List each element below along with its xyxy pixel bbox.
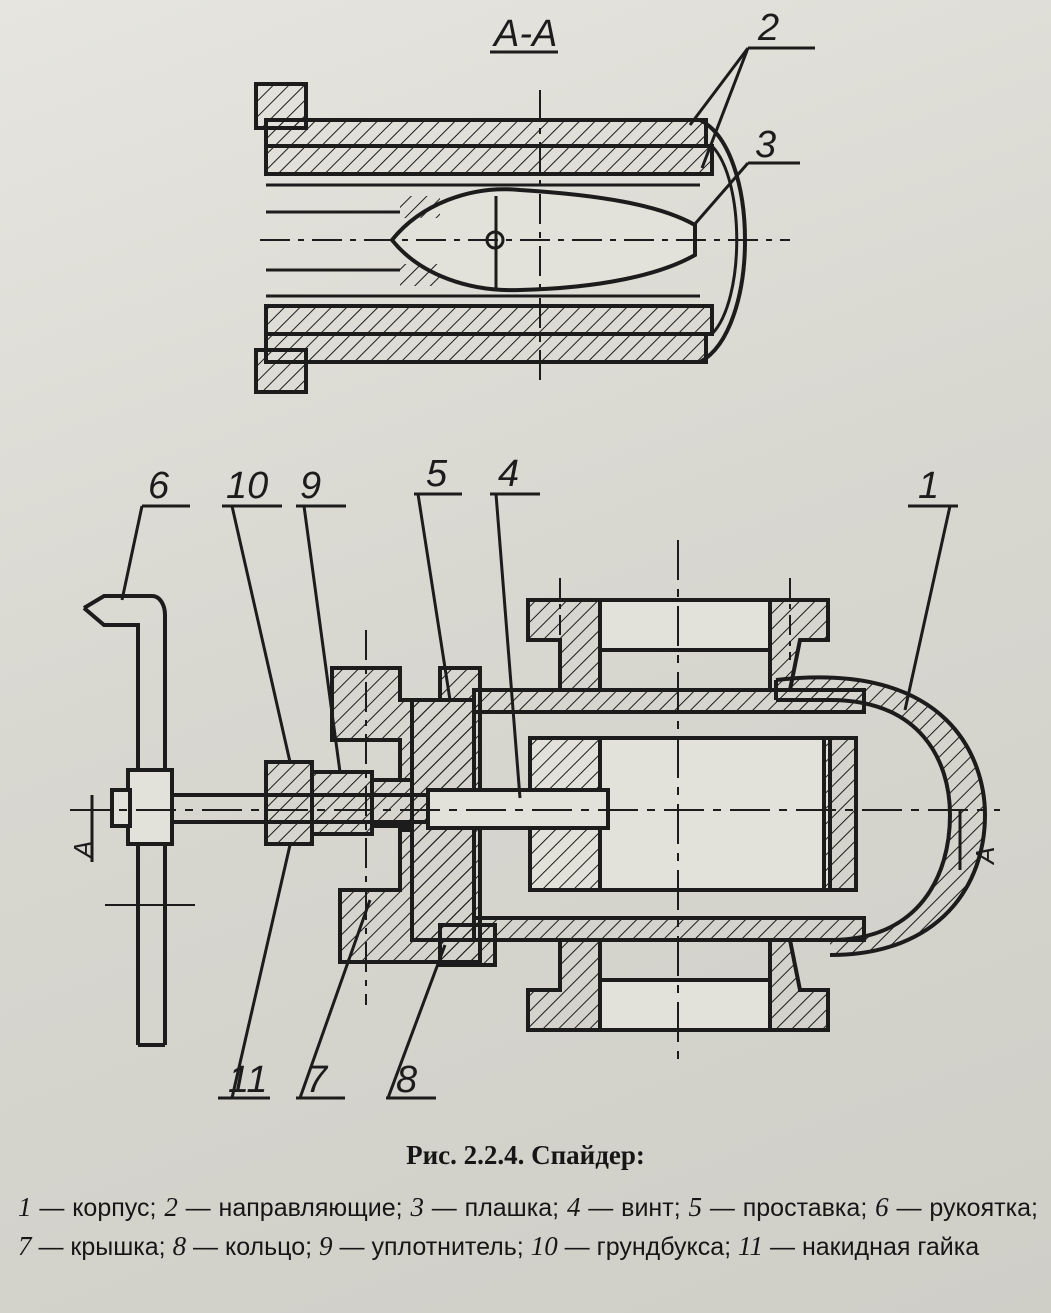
- legend-text-9: уплотнитель: [371, 1233, 517, 1261]
- label-5: 5: [426, 453, 448, 495]
- union-nut-part-11: [264, 760, 314, 846]
- label-3: 3: [755, 124, 776, 166]
- label-1: 1: [918, 465, 939, 507]
- body-dome: [776, 677, 985, 955]
- label-7: 7: [306, 1059, 329, 1101]
- label-6: 6: [148, 465, 170, 507]
- legend-num-10: 10: [530, 1231, 558, 1261]
- legend-text-11: накидная гайка: [801, 1233, 980, 1261]
- legend-num-6: 6: [875, 1192, 889, 1222]
- legend-text-8: кольцо: [224, 1233, 306, 1261]
- legend-num-3: 3: [410, 1192, 424, 1222]
- legend-num-9: 9: [319, 1231, 333, 1261]
- cut-marker-right: А: [970, 847, 1000, 866]
- handle-part-6: [82, 594, 174, 1047]
- gland-part-10: [310, 770, 374, 836]
- section-label: А-А: [492, 13, 557, 55]
- legend-text-2: направляющие: [218, 1194, 396, 1222]
- legend-text-6: рукоятка: [929, 1194, 1031, 1222]
- legend-text-10: грундбукса: [596, 1233, 725, 1261]
- legend-text-7: крышка: [70, 1233, 159, 1261]
- figure-legend: 1 — корпус; 2 — направляющие; 3 — плашка…: [18, 1192, 1038, 1261]
- legend-num-11: 11: [738, 1231, 764, 1261]
- legend-num-2: 2: [164, 1192, 178, 1222]
- legend-text-3: плашка: [464, 1194, 553, 1222]
- label-9: 9: [300, 465, 321, 507]
- legend-text-5: проставка: [742, 1194, 861, 1222]
- guide-upper: [264, 118, 708, 148]
- cut-marker-left: А: [68, 841, 98, 860]
- legend-text-4: винт: [621, 1194, 674, 1222]
- seal-part-9: [370, 778, 414, 828]
- label-4: 4: [498, 453, 519, 495]
- legend-num-5: 5: [688, 1192, 703, 1222]
- label-2: 2: [757, 7, 779, 49]
- legend-num-1: 1: [18, 1192, 32, 1222]
- section-a-a-view: А-А 2 3: [254, 7, 815, 394]
- legend-num-7: 7: [18, 1231, 32, 1261]
- label-8: 8: [396, 1059, 417, 1101]
- label-10: 10: [226, 465, 268, 507]
- technical-drawing: А-А 2 3: [68, 7, 1000, 1101]
- main-view: А А 6 10 9 5 4 1 11 7 8: [68, 453, 1000, 1101]
- legend-text-1: корпус: [72, 1194, 150, 1222]
- figure-caption-title: Рис. 2.2.4. Спайдер:: [406, 1140, 645, 1170]
- legend-num-8: 8: [172, 1231, 187, 1261]
- legend-num-4: 4: [566, 1192, 581, 1222]
- label-11: 11: [228, 1059, 267, 1101]
- guide-lower: [264, 332, 708, 364]
